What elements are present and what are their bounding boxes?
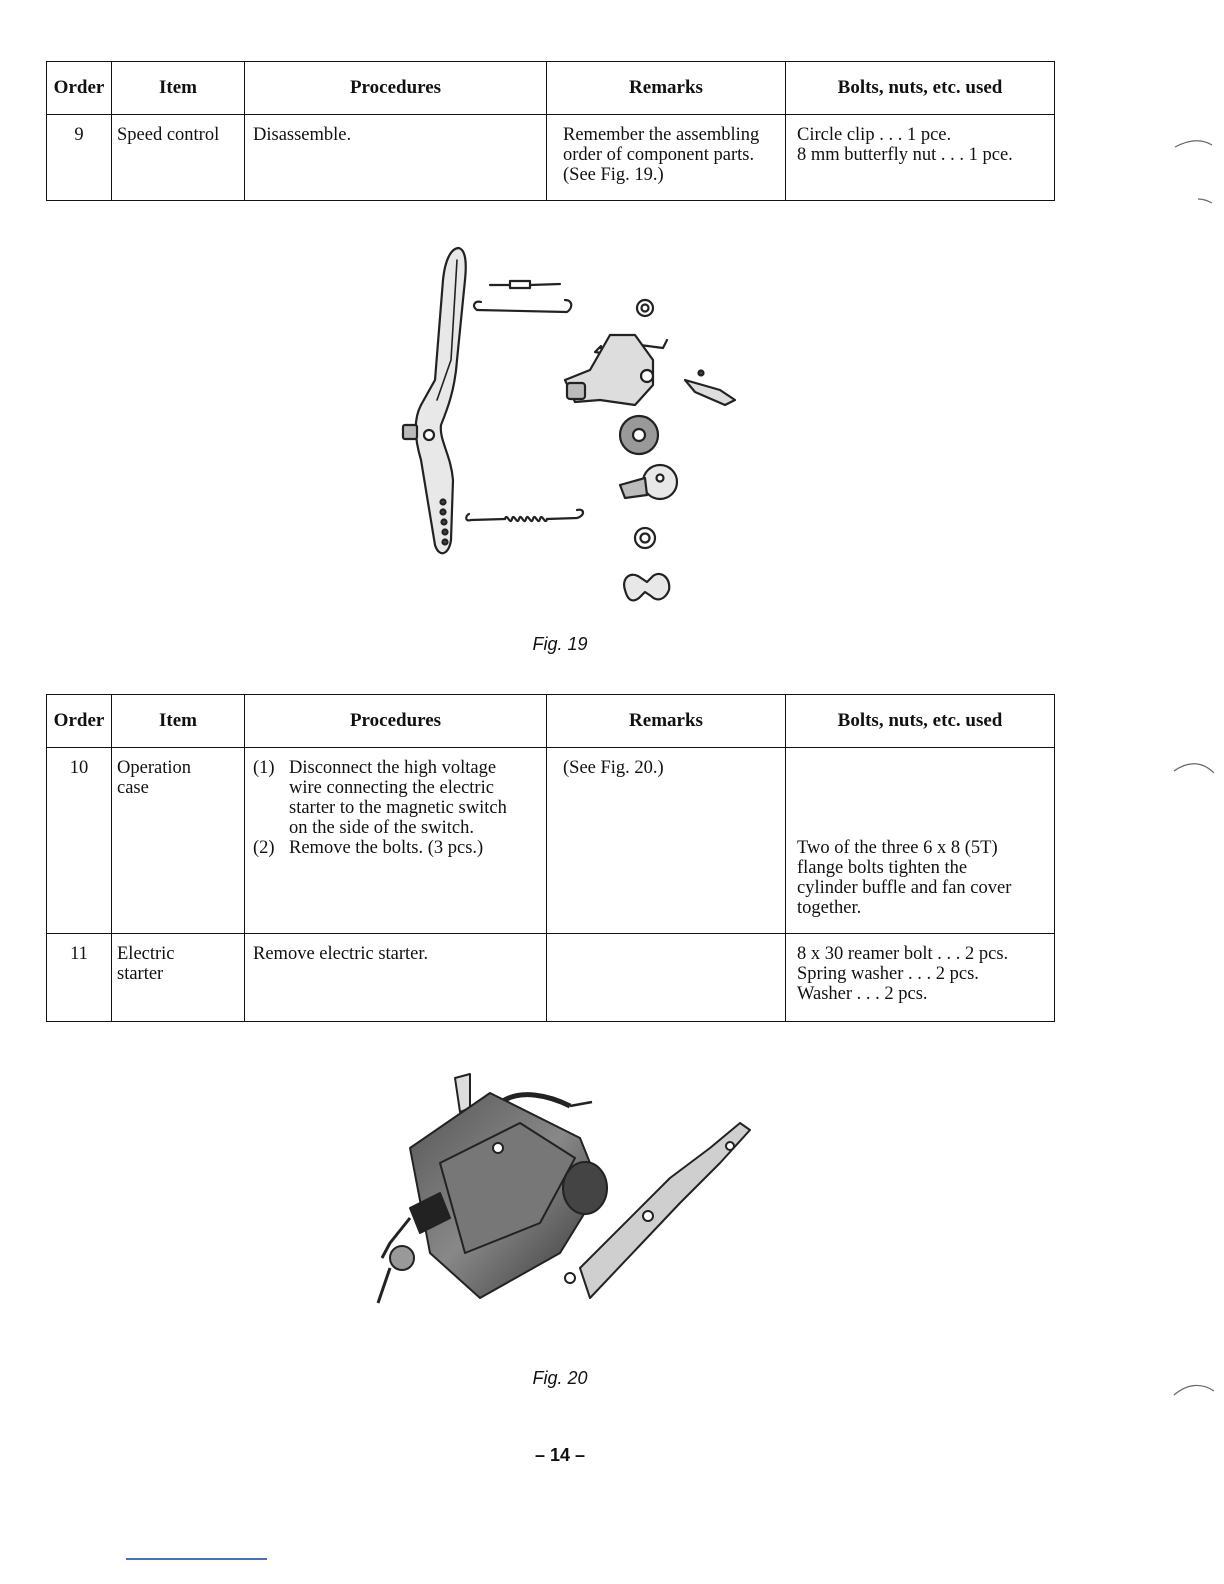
- procedure-cell: Disassemble.: [244, 114, 547, 201]
- remarks-cell: Remember the assembling order of compone…: [546, 114, 786, 201]
- bolts-line: Circle clip . . . 1 pce.: [797, 125, 952, 145]
- order-cell: 10: [46, 747, 112, 934]
- procedure-table-1: Order Item Procedures Remarks Bolts, nut…: [46, 61, 1055, 201]
- remarks-line: (See Fig. 19.): [563, 165, 664, 185]
- step-line: wire connecting the electric: [289, 778, 494, 798]
- table-header-row: Order Item Procedures Remarks Bolts, nut…: [46, 694, 1055, 748]
- remarks-line: order of component parts.: [563, 145, 755, 165]
- header-procedures: Procedures: [244, 694, 547, 748]
- bolts-line: Spring washer . . . 2 pcs.: [797, 964, 979, 984]
- margin-marks: [1174, 140, 1213, 204]
- bolts-line: flange bolts tighten the: [797, 858, 968, 878]
- header-item: Item: [111, 61, 245, 115]
- bolts-cell: Two of the three 6 x 8 (5T) flange bolts…: [785, 747, 1055, 934]
- step-number: (2): [253, 838, 275, 858]
- remarks-cell: [546, 933, 786, 1022]
- header-item: Item: [111, 694, 245, 748]
- item-cell: Speed control: [111, 114, 245, 201]
- table-row: 10 Operation case (1) Disconnect the hig…: [46, 747, 1055, 934]
- bolts-line: Washer . . . 2 pcs.: [797, 984, 928, 1004]
- header-order: Order: [46, 61, 112, 115]
- procedure-step: (1) Disconnect the high voltage wire con…: [253, 758, 538, 838]
- item-cell: Electric starter: [111, 933, 245, 1022]
- remarks-line: Remember the assembling: [563, 125, 760, 145]
- fig20-caption: Fig. 20: [532, 1368, 588, 1388]
- step-text: Remove the bolts. (3 pcs.): [289, 838, 484, 858]
- fig19-caption: Fig. 19: [532, 634, 588, 654]
- item-cell: Operation case: [111, 747, 245, 934]
- footer-line: [126, 1558, 267, 1560]
- item-line: Electric: [117, 944, 175, 964]
- procedure-cell: (1) Disconnect the high voltage wire con…: [244, 747, 547, 934]
- item-line: starter: [117, 964, 164, 984]
- step-line: on the side of the switch.: [289, 818, 474, 838]
- speed-control-parts-illustration: [401, 246, 737, 602]
- header-bolts: Bolts, nuts, etc. used: [785, 61, 1055, 115]
- bolts-line: 8 mm butterfly nut . . . 1 pce.: [797, 145, 1013, 165]
- order-cell: 9: [46, 114, 112, 201]
- header-procedures: Procedures: [244, 61, 547, 115]
- bolts-cell: 8 x 30 reamer bolt . . . 2 pcs. Spring w…: [785, 933, 1055, 1022]
- remarks-cell: (See Fig. 20.): [546, 747, 786, 934]
- item-line: case: [117, 778, 149, 798]
- table-row: 9 Speed control Disassemble. Remember th…: [46, 114, 1055, 201]
- bolts-cell: Circle clip . . . 1 pce. 8 mm butterfly …: [785, 114, 1055, 201]
- step-number: (1): [253, 758, 275, 778]
- bolts-line: together.: [797, 898, 862, 918]
- margin-marks: [1173, 763, 1215, 774]
- page-number: – 14 –: [534, 1445, 586, 1465]
- bolts-line: cylinder buffle and fan cover: [797, 878, 1012, 898]
- header-remarks: Remarks: [546, 694, 786, 748]
- order-cell: 11: [46, 933, 112, 1022]
- table-header-row: Order Item Procedures Remarks Bolts, nut…: [46, 61, 1055, 115]
- operation-case-illustration: [376, 1073, 751, 1304]
- step-line: starter to the magnetic switch: [289, 798, 507, 818]
- header-remarks: Remarks: [546, 61, 786, 115]
- procedure-step: (2) Remove the bolts. (3 pcs.): [253, 838, 538, 858]
- margin-marks: [1173, 1384, 1215, 1396]
- procedure-table-2: Order Item Procedures Remarks Bolts, nut…: [46, 694, 1055, 1022]
- step-line: Disconnect the high voltage: [289, 758, 497, 778]
- header-bolts: Bolts, nuts, etc. used: [785, 694, 1055, 748]
- item-line: Operation: [117, 758, 191, 778]
- step-text: Disconnect the high voltage wire connect…: [289, 758, 538, 838]
- procedure-cell: Remove electric starter.: [244, 933, 547, 1022]
- bolts-line: Two of the three 6 x 8 (5T): [797, 838, 998, 858]
- bolts-line: 8 x 30 reamer bolt . . . 2 pcs.: [797, 944, 1009, 964]
- table-row: 11 Electric starter Remove electric star…: [46, 933, 1055, 1022]
- header-order: Order: [46, 694, 112, 748]
